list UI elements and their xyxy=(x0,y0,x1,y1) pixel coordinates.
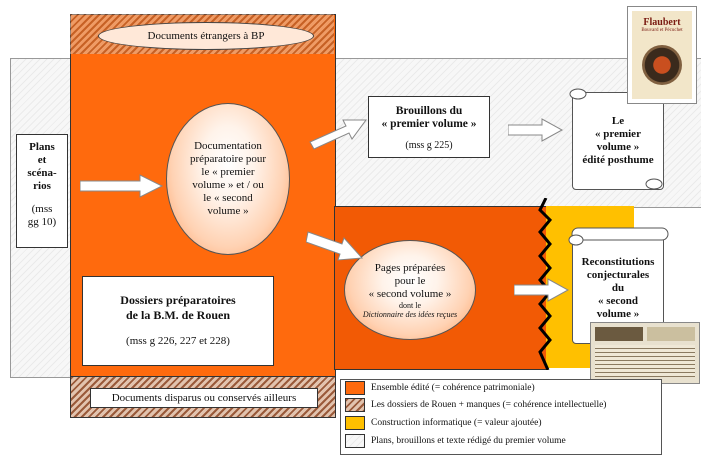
arrow-documentation-to-pages xyxy=(306,231,364,261)
legend-label: Plans, brouillons et texte rédigé du pre… xyxy=(371,436,566,446)
book-cover-image: Flaubert Bouvard et Pécuchet xyxy=(627,6,697,104)
arrow-plans-to-documentation xyxy=(80,174,164,198)
second-volume-text: Reconstitutions conjecturales du « secon… xyxy=(581,255,655,320)
book-cover-illustration xyxy=(642,45,682,85)
pages-title: Pages préparées pour le « second volume … xyxy=(368,261,452,300)
brouillons-title: Brouillons du « premier volume » xyxy=(381,105,477,130)
dossiers-box: Dossiers préparatoires de la B.M. de Rou… xyxy=(82,276,274,366)
manuscript-image xyxy=(590,322,700,384)
pages-sub2: Dictionnaire des idées reçues xyxy=(362,309,458,319)
arrow-brouillons-to-premier xyxy=(508,118,564,142)
dossiers-title: Dossiers préparatoires de la B.M. de Rou… xyxy=(120,293,236,322)
legend-label: Ensemble édité (= cohérence patrimoniale… xyxy=(371,383,535,393)
legend-swatch-rouen xyxy=(345,398,365,412)
top-label-ellipse: Documents étrangers à BP xyxy=(98,22,314,50)
book-cover-title: Flaubert xyxy=(643,17,681,28)
pages-sub1: dont le xyxy=(399,300,421,310)
arrow-pages-to-second xyxy=(514,278,570,302)
legend-swatch-plans xyxy=(345,434,365,448)
book-cover-subtitle: Bouvard et Pécuchet xyxy=(641,28,683,33)
legend-item: Les dossiers de Rouen + manques (= cohér… xyxy=(341,396,661,414)
top-label-text: Documents étrangers à BP xyxy=(147,29,265,42)
documentation-ellipse: Documentation préparatoire pour le « pre… xyxy=(166,103,290,255)
legend-label: Les dossiers de Rouen + manques (= cohér… xyxy=(371,400,607,410)
zigzag-boundary xyxy=(538,198,553,370)
pages-ellipse: Pages préparées pour le « second volume … xyxy=(344,240,476,340)
legend-swatch-edited xyxy=(345,381,365,395)
legend-item: Ensemble édité (= cohérence patrimoniale… xyxy=(341,380,661,396)
legend: Ensemble édité (= cohérence patrimoniale… xyxy=(340,379,662,455)
plans-title: Plans et scéna- rios xyxy=(27,141,57,192)
legend-swatch-construction xyxy=(345,416,365,430)
legend-item: Construction informatique (= valeur ajou… xyxy=(341,414,661,432)
plans-box: Plans et scéna- rios (mss gg 10) xyxy=(16,134,68,248)
brouillons-ref: (mss g 225) xyxy=(405,140,453,151)
legend-item: Plans, brouillons et texte rédigé du pre… xyxy=(341,432,661,450)
legend-label: Construction informatique (= valeur ajou… xyxy=(371,418,542,428)
bottom-label-text: Documents disparus ou conservés ailleurs xyxy=(111,391,297,404)
plans-ref: (mss gg 10) xyxy=(27,203,57,228)
bottom-label-box: Documents disparus ou conservés ailleurs xyxy=(90,388,318,408)
documentation-text: Documentation préparatoire pour le « pre… xyxy=(189,140,267,217)
brouillons-box: Brouillons du « premier volume » (mss g … xyxy=(368,96,490,158)
second-scroll-curl xyxy=(568,227,669,246)
premier-scroll-curl xyxy=(569,88,663,190)
premier-volume-text: Le « premier volume » édité posthume xyxy=(582,115,654,166)
dossiers-ref: (mss g 226, 227 et 228) xyxy=(126,335,230,347)
premier-volume-scroll: Le « premier volume » édité posthume xyxy=(572,92,664,190)
arrow-documentation-to-brouillons xyxy=(309,119,367,150)
